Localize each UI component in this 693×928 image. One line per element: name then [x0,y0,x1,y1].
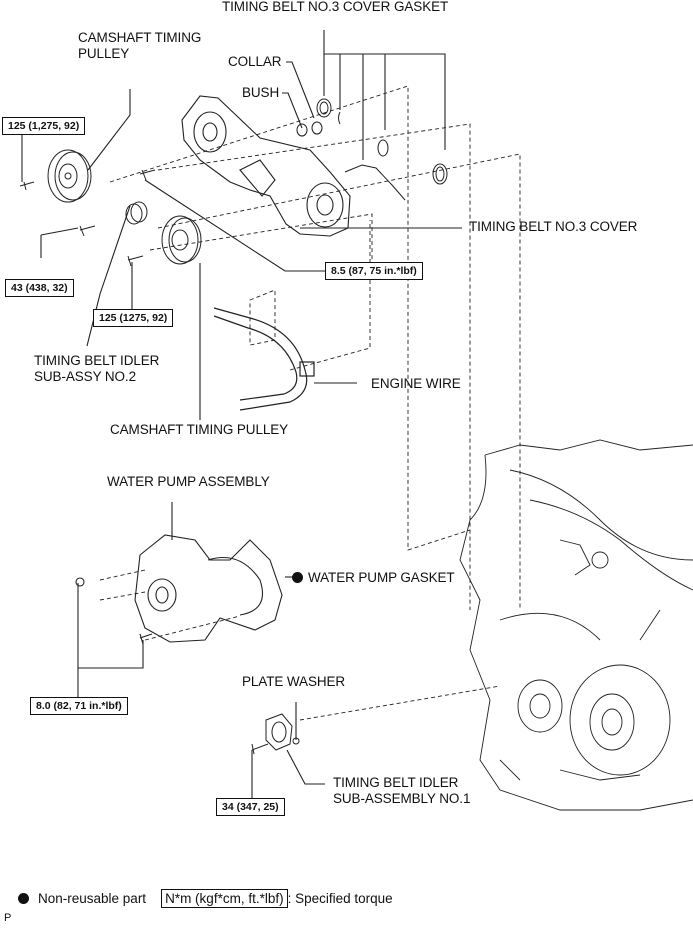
label-water-pump-assembly: WATER PUMP ASSEMBLY [107,474,270,489]
torque-idler-no2-bolt: 43 (438, 32) [5,279,74,297]
torque-water-pump-bolts: 8.0 (82, 71 in.*lbf) [30,697,128,715]
corner-mark: P [4,912,12,924]
label-camshaft-timing-pulley-top-1: CAMSHAFT TIMING [78,30,202,45]
non-reusable-dot-icon [18,893,29,904]
camshaft-timing-pulley-upper [19,149,92,203]
legend-unit-desc: : Specified torque [287,891,393,906]
label-idler-no2-1: TIMING BELT IDLER [34,353,160,368]
torque-cam-pulley-lower: 125 (1275, 92) [93,309,174,327]
legend: Non-reusable part N*m (kgf*cm, ft.*lbf) … [18,889,393,908]
engine-block [459,439,693,811]
label-plate-washer: PLATE WASHER [242,674,346,689]
label-engine-wire: ENGINE WIRE [371,376,461,391]
torque-idler-no1-bolt: 34 (347, 25) [216,798,285,816]
label-camshaft-timing-pulley-top-2: PULLEY [78,46,130,61]
label-water-pump-gasket: WATER PUMP GASKET [292,569,455,586]
label-bush: BUSH [242,85,280,100]
label-idler-no2-2: SUB-ASSY NO.2 [34,369,136,384]
timing-belt-no3-cover [181,95,351,237]
engine-wire [213,307,315,411]
label-timing-belt-no3-cover-gasket: TIMING BELT NO.3 COVER GASKET [222,0,449,14]
alignment-lines [99,85,521,721]
water-pump-assembly [75,534,283,645]
torque-cam-pulley-upper: 125 (1,275, 92) [2,117,86,135]
timing-belt-idler-no1 [251,713,300,755]
label-idler-no1-2: SUB-ASSEMBLY NO.1 [333,791,471,806]
gaskets-and-bushes [296,98,448,201]
label-camshaft-timing-pulley-bottom: CAMSHAFT TIMING PULLEY [110,422,289,437]
label-timing-belt-no3-cover: TIMING BELT NO.3 COVER [469,219,638,234]
bolts-and-idler-no2 [79,169,202,267]
label-collar: COLLAR [228,54,282,69]
legend-unit-box: N*m (kgf*cm, ft.*lbf) [161,889,288,908]
water-pump-gasket-text: WATER PUMP GASKET [308,570,455,585]
label-idler-no1-1: TIMING BELT IDLER [333,775,459,790]
legend-non-reusable: Non-reusable part [38,891,147,906]
non-reusable-dot-icon [292,572,303,583]
torque-cover-bolt: 8.5 (87, 75 in.*lbf) [325,262,423,280]
leader-lines [21,30,462,800]
